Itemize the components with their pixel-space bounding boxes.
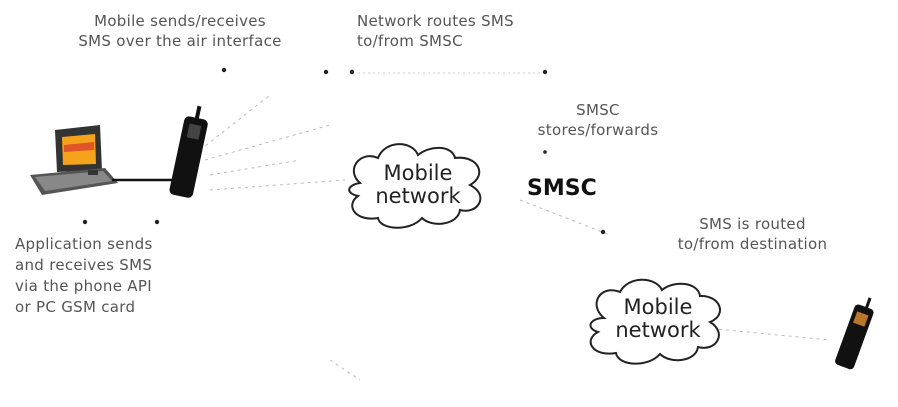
air-interface-waves — [199, 94, 346, 191]
sms-routed-label: SMS is routed to/from destination — [677, 215, 828, 253]
application-label: Application sends and receives SMS via t… — [15, 235, 153, 316]
destination-phone-icon — [835, 297, 874, 370]
smsc-stores-label: SMSC stores/forwards — [537, 101, 659, 139]
route-to-destination — [329, 199, 831, 381]
cloud-1-label: Mobile network — [375, 161, 461, 208]
cloud-2-label: Mobile network — [615, 295, 701, 342]
mobile-network-cloud-2 — [589, 278, 722, 365]
network-routes-label: Network routes SMS to/from SMSC — [357, 12, 514, 50]
smsc-label: SMSC — [527, 176, 597, 201]
air-interface-label: Mobile sends/receives SMS over the air i… — [78, 12, 282, 50]
arrow-dots — [82, 67, 606, 235]
computer-icon — [30, 125, 118, 195]
mobile-network-cloud-1 — [348, 143, 482, 229]
mobile-phone-icon — [169, 105, 208, 198]
